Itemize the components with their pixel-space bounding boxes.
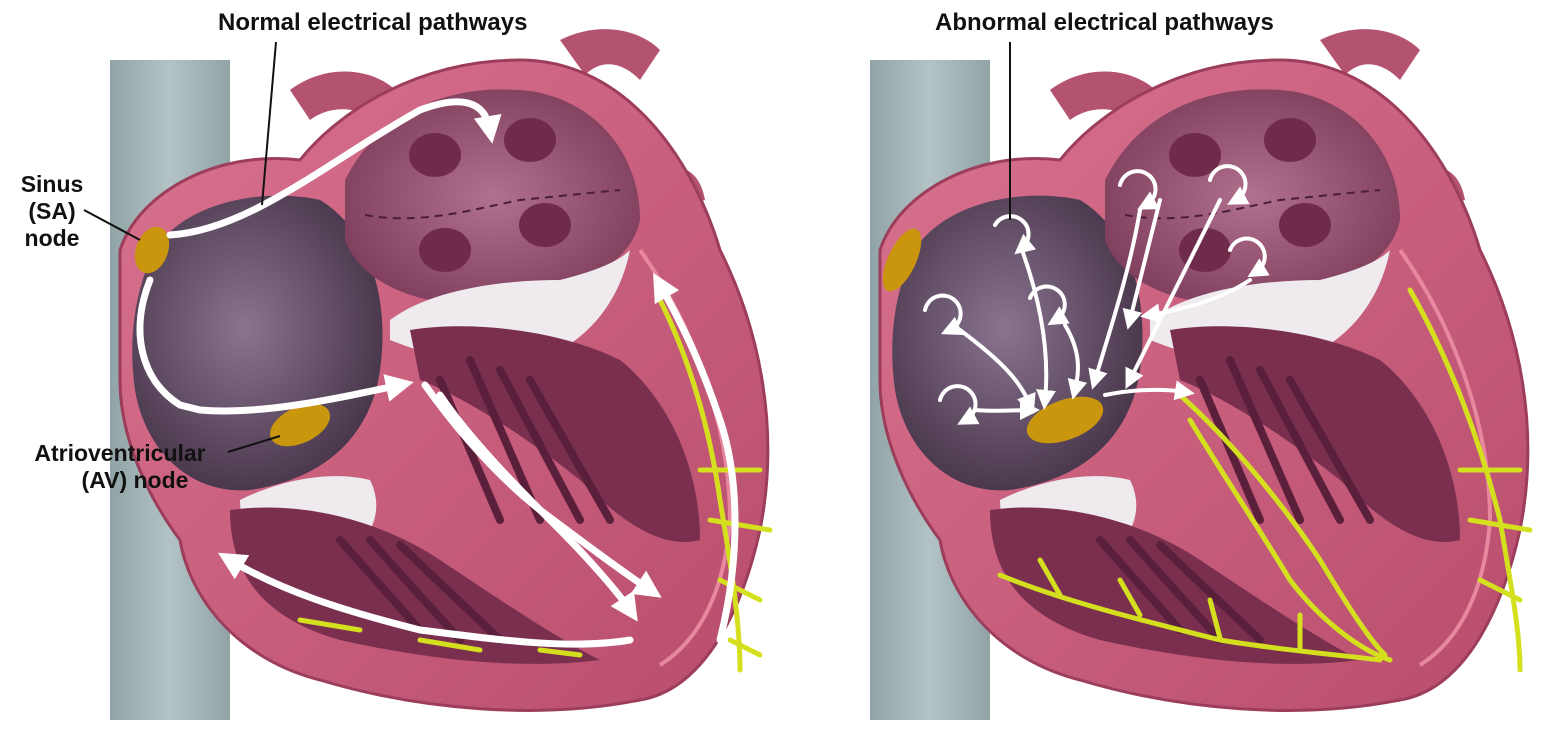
- av-label-line2: (AV) node: [82, 467, 189, 493]
- abnormal-heart-illustration: [870, 29, 1528, 720]
- normal-title: Normal electrical pathways: [218, 9, 527, 36]
- sa-label-line2: (SA): [28, 198, 75, 224]
- normal-panel: Normal electrical pathways Sinus (SA) no…: [21, 9, 770, 720]
- sa-label-line1: Sinus: [21, 171, 84, 197]
- abnormal-title: Abnormal electrical pathways: [935, 9, 1274, 36]
- av-label-line1: Atrioventricular: [34, 440, 205, 466]
- sa-label-line3: node: [25, 225, 80, 251]
- normal-heart-illustration: [110, 29, 768, 720]
- abnormal-panel: Abnormal electrical pathways: [870, 9, 1530, 720]
